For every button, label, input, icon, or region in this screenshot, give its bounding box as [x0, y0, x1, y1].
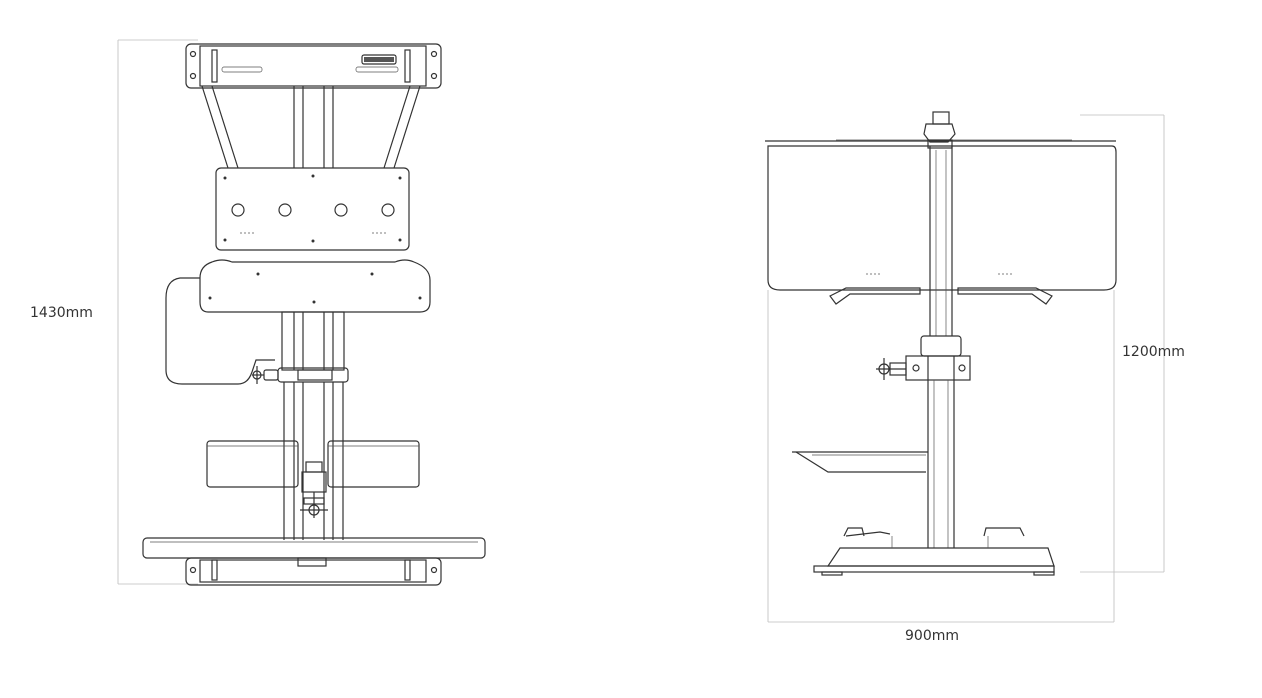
- side-width-dimension: [767, 290, 1115, 623]
- front-view: 1430mm: [30, 39, 486, 586]
- cable-loop: [165, 277, 275, 385]
- front-height-dimension: [117, 39, 198, 585]
- side-width-label: 900mm: [905, 628, 959, 644]
- side-knob: [876, 358, 907, 380]
- front-height-label: 1430mm: [30, 305, 93, 321]
- side-height-dimension: [1080, 114, 1165, 573]
- lower-plate: [199, 259, 431, 313]
- side-tray: [792, 451, 928, 473]
- panel-arms: [829, 287, 1053, 305]
- support-struts: [201, 85, 421, 169]
- side-panel: [765, 139, 1117, 291]
- front-knob: [252, 366, 279, 384]
- side-top-knob: [923, 111, 956, 149]
- upper-plate: [215, 167, 410, 251]
- side-column: [905, 146, 971, 548]
- head-unit: [185, 43, 442, 89]
- front-base: [142, 537, 486, 586]
- spindle: [300, 461, 328, 518]
- side-view: 1200mm 900mm: [765, 111, 1185, 644]
- side-base: [813, 527, 1055, 576]
- side-height-label: 1200mm: [1122, 344, 1185, 360]
- front-column: [277, 311, 349, 540]
- arm-rests: [206, 440, 420, 488]
